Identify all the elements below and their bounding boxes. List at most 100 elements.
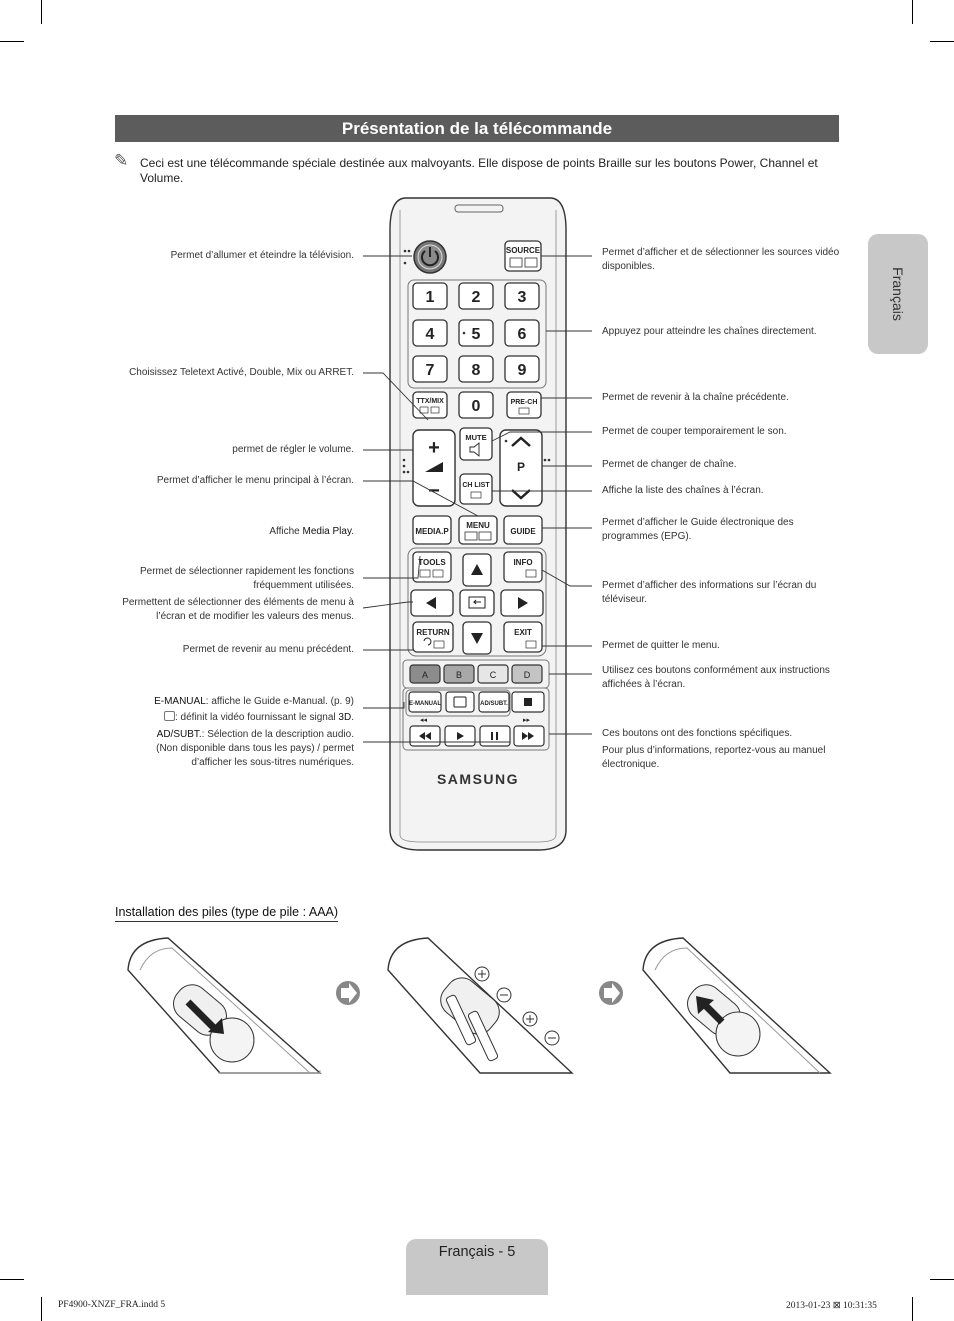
pause-icon (491, 732, 493, 740)
page-title: Présentation de la télécommande (115, 115, 839, 142)
digit-button[interactable] (458, 391, 494, 419)
info-label: INFO (513, 558, 532, 567)
label-media: Affiche Media Play. (110, 525, 354, 539)
digit-button[interactable] (412, 282, 448, 310)
label-adsubt: AD/SUBT.: Sélection de la description au… (150, 728, 354, 770)
label-guide: Permet d’afficher le Guide électronique … (602, 517, 794, 542)
color-button-c[interactable] (477, 664, 509, 684)
note-pencil-icon: ✎ (114, 151, 129, 170)
digit-label: 8 (472, 362, 481, 379)
digit-button[interactable] (458, 282, 494, 310)
emanual-button (408, 691, 442, 713)
digit-button[interactable] (504, 355, 540, 383)
footer-filename: PF4900-XNZF_FRA.indd 5 (58, 1300, 166, 1310)
number-pad-group (407, 279, 547, 389)
guide-label: GUIDE (510, 527, 536, 536)
arrow-right-icon-2 (599, 981, 623, 1005)
right-arrow-icon (518, 597, 528, 609)
crop-mark (41, 0, 42, 24)
ttx-button (412, 391, 448, 419)
stop-icon (524, 698, 532, 706)
digit-label: 1 (426, 289, 435, 306)
enter-button (459, 589, 495, 617)
label-tools: Permet de sélectionner rapidement les fo… (139, 566, 354, 591)
digit-label: 7 (426, 362, 435, 379)
label-ttx: Choisissez Teletext Activé, Double, Mix … (129, 367, 354, 378)
label-emanual-strong: E-MANUAL (154, 696, 206, 707)
digit-button[interactable] (412, 319, 448, 347)
label-threed-text: : définit la vidéo fournissant le signal (174, 712, 339, 723)
return-icon (423, 637, 432, 646)
label-threed-strong: 3D (338, 712, 352, 723)
return-label: RETURN (416, 628, 450, 637)
crop-mark (912, 0, 913, 24)
label-media-suffix: . (351, 526, 354, 537)
page-number: Français - 5 (438, 1244, 516, 1260)
remote-edge (399, 210, 557, 843)
label-mute: Permet de couper temporairement le son. (602, 426, 787, 437)
page-number-tab: Français - 5 (406, 1239, 548, 1295)
label-threed-suffix: . (351, 712, 354, 723)
label-numbers: Appuyez pour atteindre les chaînes direc… (602, 326, 817, 337)
prech-button (506, 391, 542, 419)
digit-button[interactable] (458, 355, 494, 383)
label-adsubt-text: : Sélection de la description audio. (No… (156, 729, 354, 768)
color-button-d[interactable] (511, 664, 543, 684)
digit-label: 3 (518, 289, 527, 306)
svg-text:−: − (428, 480, 440, 502)
svg-text:◂◂: ◂◂ (420, 717, 428, 724)
guide-button (503, 515, 543, 545)
crop-mark (0, 41, 24, 42)
label-channel: Permet de changer de chaîne. (602, 459, 737, 470)
mute-label: MUTE (465, 433, 486, 442)
up-arrow-icon (471, 564, 483, 575)
menu-label: MENU (466, 521, 490, 530)
digit-button[interactable] (504, 282, 540, 310)
digit-label: 0 (472, 398, 481, 415)
color-button-label: B (456, 670, 462, 680)
label-volume: permet de régler le volume. (232, 444, 354, 455)
remote-top-slot (454, 204, 504, 213)
label-emanual: E-MANUAL: affiche le Guide e-Manual. (p.… (110, 695, 354, 709)
enter-icon (468, 596, 486, 609)
volume-icon (425, 462, 443, 472)
color-button-b[interactable] (443, 664, 475, 684)
digit-button[interactable] (412, 355, 448, 383)
media-label: MEDIA.P (415, 527, 449, 536)
emanual-label: E-MANUAL (409, 701, 441, 707)
intro-note: Ceci est une télécommande spéciale desti… (140, 156, 818, 185)
color-button-label: A (422, 670, 428, 680)
function-group (402, 687, 550, 751)
label-prech: Permet de revenir à la chaîne précédente… (602, 392, 789, 403)
crop-mark (930, 41, 954, 42)
digit-label: 2 (472, 289, 481, 306)
digit-label: 6 (518, 326, 527, 343)
mute-icon (469, 442, 480, 457)
adsubt-button (478, 691, 510, 713)
tools-label: TOOLS (418, 558, 446, 567)
digit-label: 4 (426, 326, 435, 343)
threed-icon (453, 696, 467, 708)
chlist-label: CH LIST (462, 482, 490, 489)
battery-step-1 (127, 937, 322, 1074)
color-button-label: D (524, 670, 531, 680)
digit-button[interactable] (504, 319, 540, 347)
channel-label: P (517, 460, 525, 474)
ttx-label: TTX/MIX (416, 398, 444, 405)
power-icon (421, 250, 439, 267)
label-source: Permet d’afficher et de sélectionner les… (602, 247, 840, 272)
color-button-a[interactable] (409, 664, 441, 684)
footer-timestamp: 2013-01-23 ⊠ 10:31:35 (786, 1301, 877, 1311)
crop-mark (0, 1279, 24, 1280)
label-playback-2: Pour plus d’informations, reportez-vous … (602, 745, 826, 770)
media-button (412, 515, 452, 545)
threed-small-icon (163, 711, 175, 721)
down-arrow-icon (471, 633, 483, 644)
pause-button (479, 725, 511, 747)
crop-mark (930, 1279, 954, 1280)
digit-label: 9 (518, 362, 527, 379)
digit-button[interactable] (458, 319, 494, 347)
left-arrow-icon (426, 597, 436, 609)
label-color: Utilisez ces boutons conformément aux in… (602, 665, 830, 690)
